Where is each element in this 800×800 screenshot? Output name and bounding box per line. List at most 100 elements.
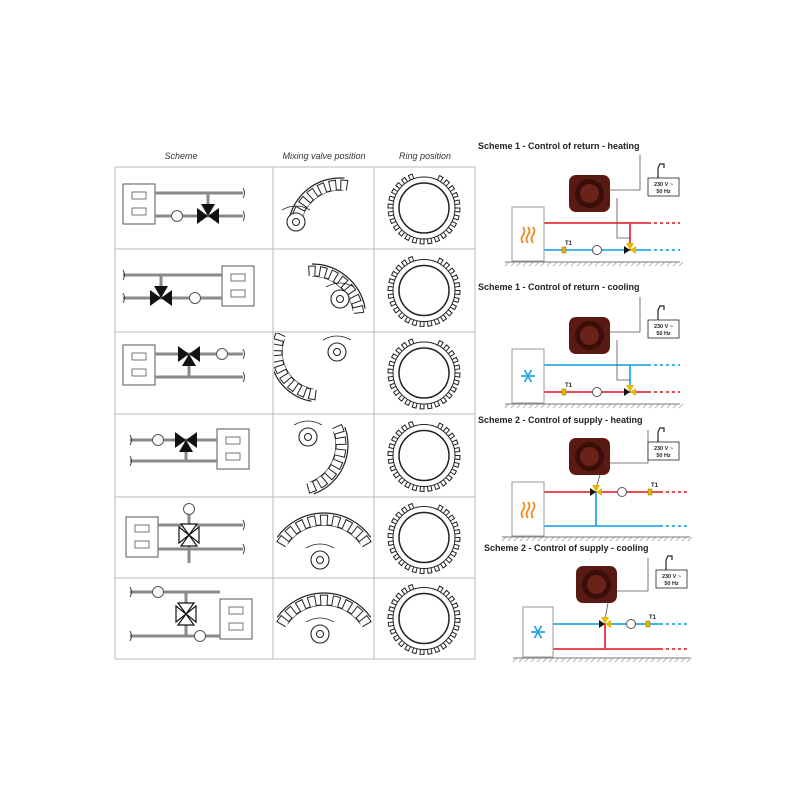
pipe-break-icon [122, 292, 125, 304]
sensor-label: T1 [565, 241, 573, 247]
temperature-sensor-icon: T1 [561, 383, 573, 396]
power-frequency-text: 50 Hz [656, 331, 671, 337]
mixing-valve-icon [590, 485, 602, 496]
power-cable [610, 297, 641, 333]
valve-arrow-icon [322, 335, 352, 341]
ring-icon-row-4 [387, 420, 461, 493]
scheme-symbol-row-3 [122, 344, 245, 386]
pump-icon [189, 292, 201, 304]
mixing-valve-icon [599, 617, 611, 628]
pump-icon [216, 348, 228, 360]
pump-icon [152, 434, 164, 446]
pipe-break-icon [242, 210, 245, 222]
heating-unit-icon [221, 265, 255, 307]
pipe-break-icon [242, 519, 245, 531]
gear-segment-icon [308, 263, 366, 314]
pipe-break-icon [129, 455, 132, 467]
power-plug-icon [665, 555, 673, 570]
heating-unit-icon [122, 183, 156, 225]
circulation-pump-icon [592, 387, 602, 397]
actuator-link [616, 198, 630, 239]
valve-arrow-icon [325, 282, 355, 288]
power-voltage-text: 230 V ~ [654, 182, 673, 188]
power-supply-label: 230 V ~50 Hz [647, 163, 680, 197]
gear-segment-icon [306, 423, 349, 495]
pump-icon [183, 503, 195, 515]
valve-knob-icon [327, 342, 347, 362]
floor-hatch [512, 657, 692, 663]
pipe-break-icon [129, 586, 132, 598]
sensor-label: T1 [565, 383, 573, 389]
circulation-pump-icon [592, 245, 602, 255]
temperature-sensor-icon: T1 [647, 483, 659, 496]
three-way-valve-icon [178, 346, 200, 366]
pipe-break-icon [122, 269, 125, 281]
three-way-valve-icon [150, 286, 172, 306]
scheme-symbol-row-1 [122, 183, 245, 225]
power-frequency-text: 50 Hz [656, 453, 671, 459]
power-voltage-text: 230 V ~ [654, 446, 673, 452]
power-voltage-text: 230 V ~ [662, 574, 681, 580]
valve-knob-icon [298, 427, 318, 447]
three-way-valve-icon [197, 204, 219, 224]
header-valve-position: Mixing valve position [282, 151, 366, 161]
power-supply-label: 230 V ~50 Hz [647, 305, 680, 339]
gear-segment-icon [274, 333, 317, 402]
scheme-symbol-row-6 [129, 586, 253, 642]
valve-drawing [276, 512, 372, 570]
ring-icon-row-6 [387, 583, 461, 656]
pipe-break-icon [242, 371, 245, 383]
boiler-icon [511, 206, 545, 262]
boiler-icon [511, 481, 545, 537]
heat-waves-icon [520, 501, 536, 519]
four-way-valve-icon [175, 602, 197, 626]
power-supply-label: 230 V ~50 Hz [647, 427, 680, 461]
power-voltage-text: 230 V ~ [654, 324, 673, 330]
mixing-valve-icon [624, 385, 636, 396]
gear-segment-icon [276, 592, 372, 628]
pipe-break-icon [129, 630, 132, 642]
pipe-break-icon [242, 543, 245, 555]
panel-title-4: Scheme 2 - Control of supply - cooling [484, 543, 649, 553]
valve-drawing [293, 420, 349, 495]
floor-hatch [504, 261, 684, 267]
valve-drawing [281, 177, 349, 232]
floor-hatch [504, 403, 684, 409]
ring-icon-row-3 [387, 338, 461, 410]
installation-panel-1: 230 V ~50 Hz T1 [504, 155, 684, 267]
valve-arrow-icon [305, 617, 335, 623]
heating-unit-icon [122, 344, 156, 386]
valve-knob-icon [310, 624, 330, 644]
valve-position-row-3 [274, 333, 352, 402]
panel-title-3: Scheme 2 - Control of supply - heating [478, 415, 643, 425]
panel-title-2: Scheme 1 - Control of return - cooling [478, 282, 640, 292]
temperature-sensor-icon: T1 [561, 241, 573, 254]
four-way-valve-icon [178, 523, 200, 547]
scheme-symbol-row-4 [129, 428, 250, 470]
chiller-icon [522, 606, 554, 658]
installation-panel-2: 230 V ~50 Hz T1 [504, 297, 684, 409]
mixing-valve-icon [624, 243, 636, 254]
power-plug-icon [657, 305, 665, 320]
valve-position-row-5 [276, 512, 372, 570]
power-cable [610, 430, 649, 464]
valve-arrow-icon [281, 205, 311, 211]
power-frequency-text: 50 Hz [664, 581, 679, 587]
power-plug-icon [657, 427, 665, 442]
floor-hatch [501, 536, 693, 542]
valve-drawing [276, 592, 372, 644]
actuator-icon [569, 175, 610, 212]
circulation-pump-icon [617, 487, 627, 497]
pipe-break-icon [242, 348, 245, 360]
table-grid [114, 166, 476, 660]
power-cable [617, 558, 649, 592]
heating-unit-icon [216, 428, 250, 470]
ring-icon-row-2 [387, 255, 461, 328]
snowflake-icon [521, 369, 535, 383]
valve-position-row-1 [281, 177, 349, 232]
valve-position-row-2 [308, 263, 366, 314]
valve-arrow-icon [293, 420, 323, 426]
three-way-valve-icon [175, 432, 197, 452]
power-plug-icon [657, 163, 665, 178]
panel-title-1: Scheme 1 - Control of return - heating [478, 141, 640, 151]
